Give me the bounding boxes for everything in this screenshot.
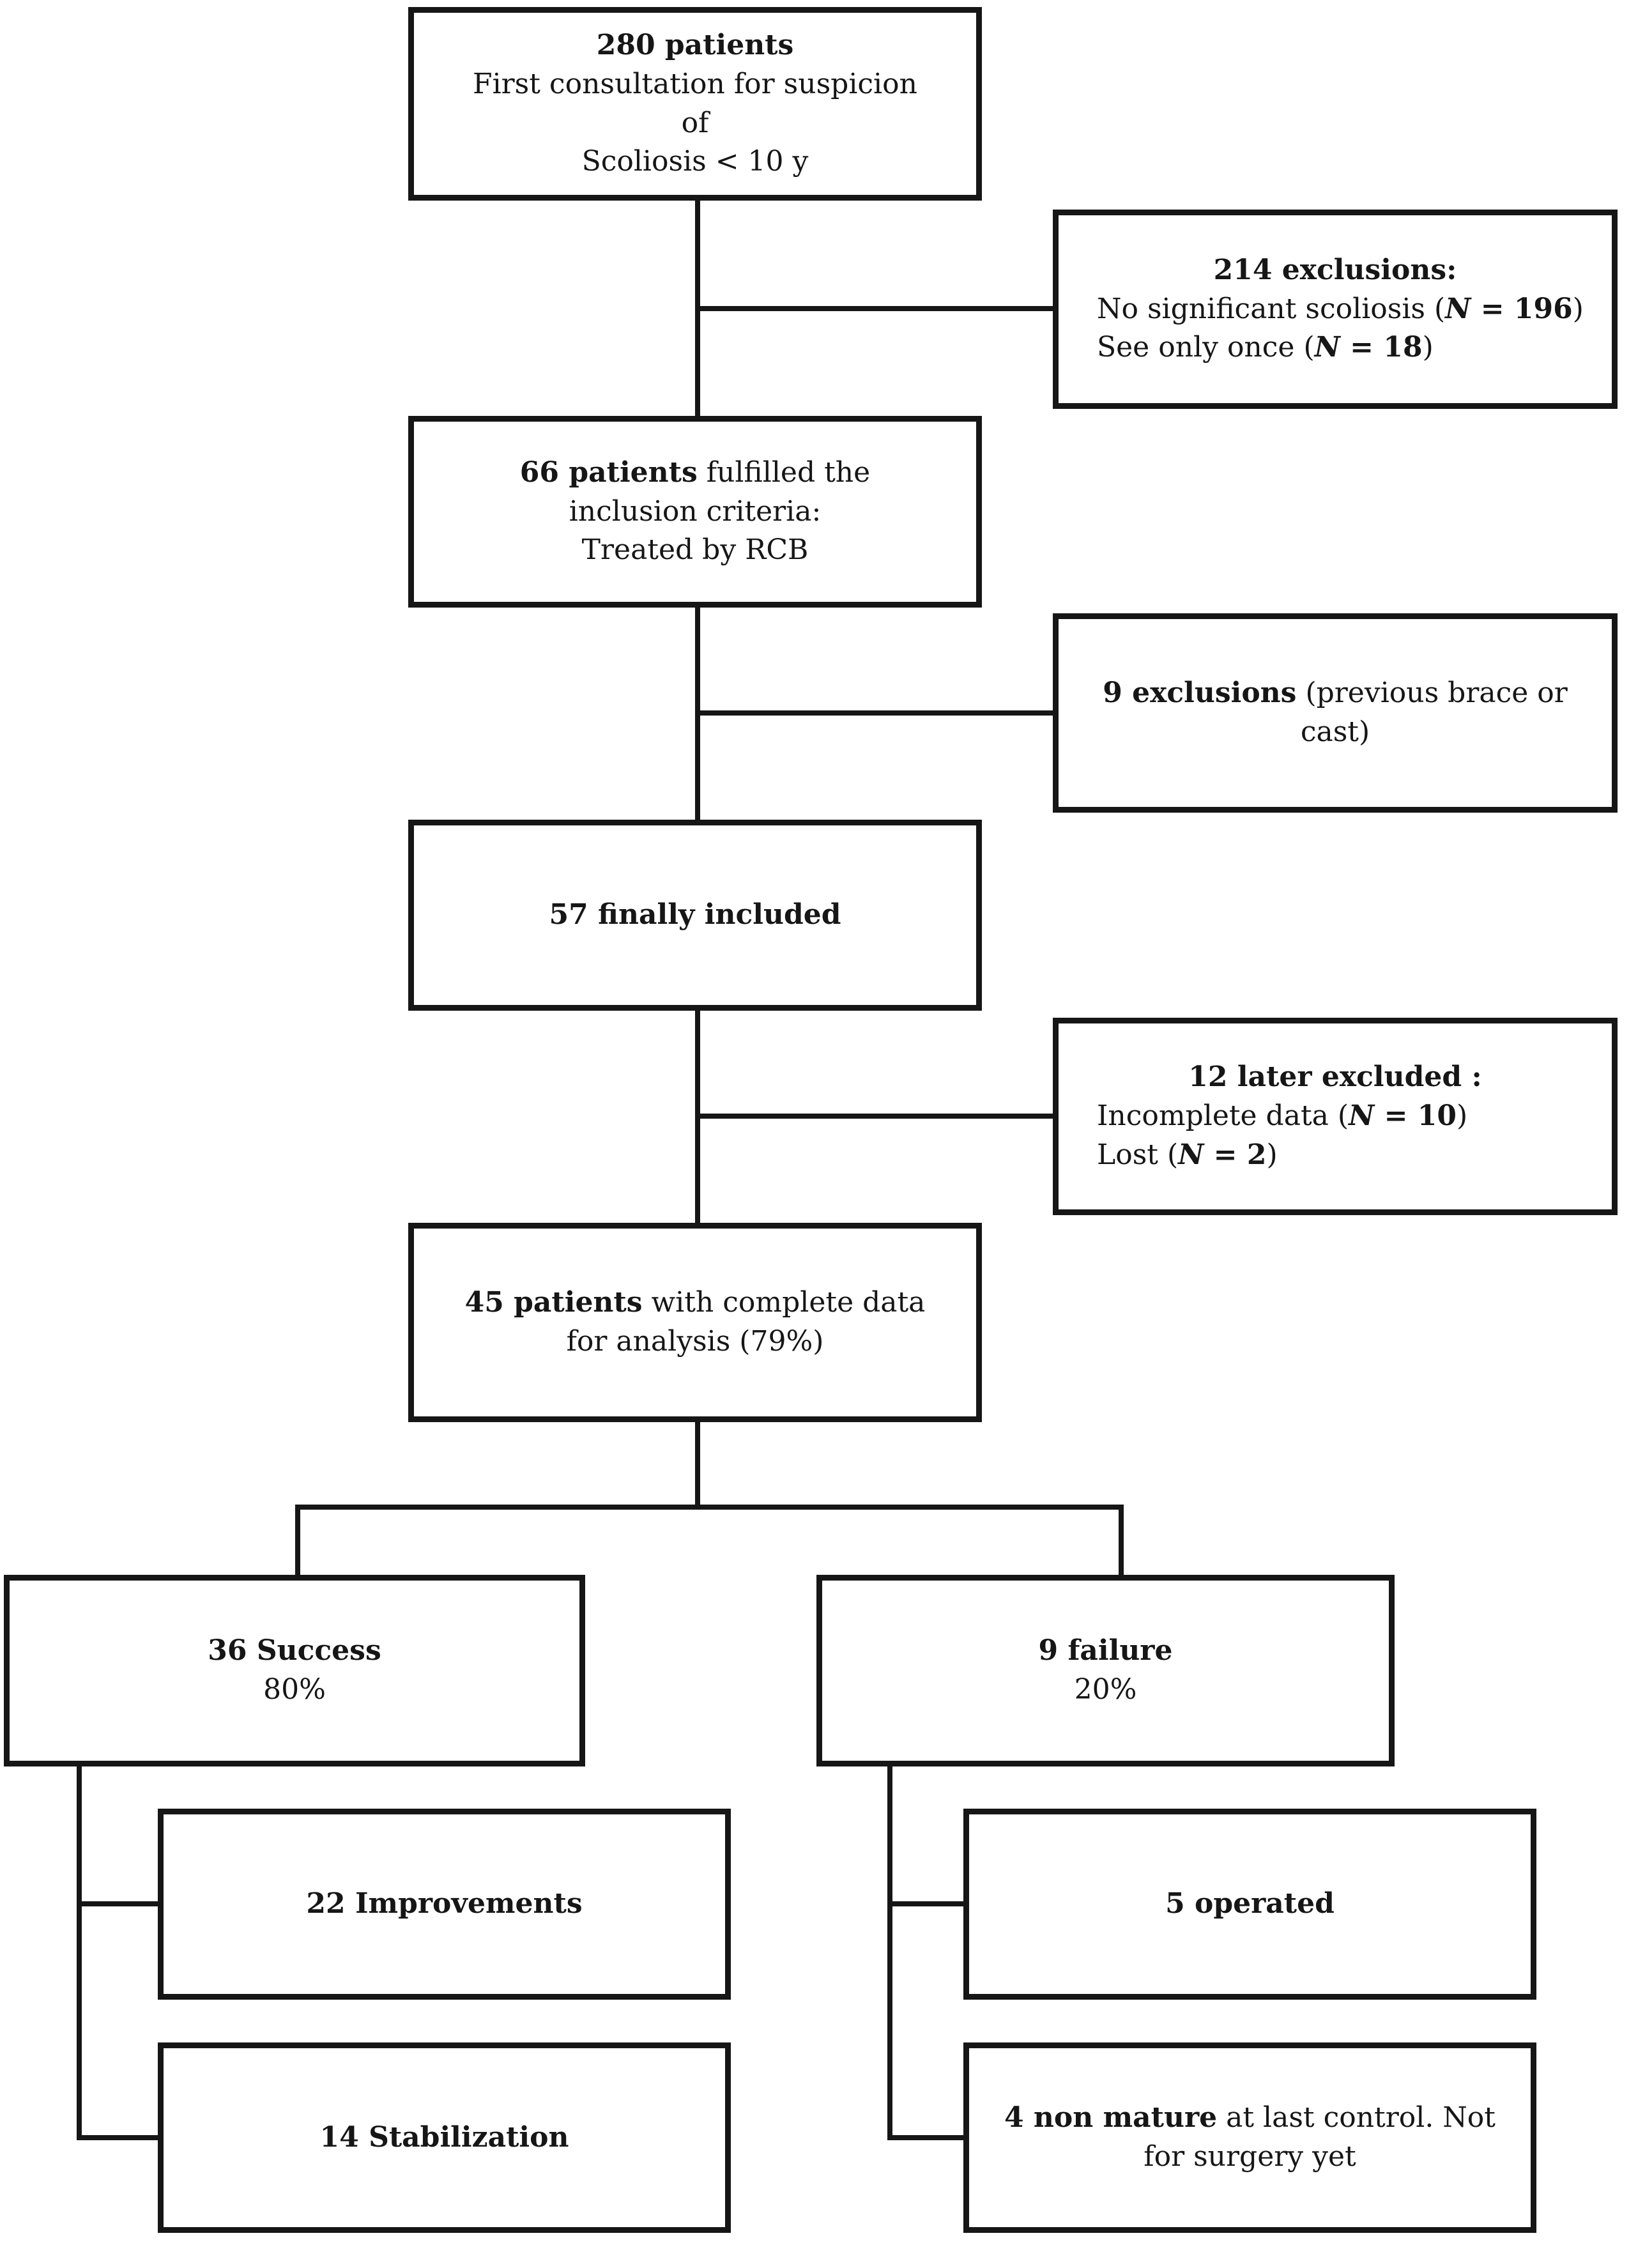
- node-text-line: 9 failure: [1038, 1634, 1173, 1667]
- node-12-later-excluded: 12 later excluded : Incomplete data (N =…: [1053, 1018, 1618, 1215]
- connector-to-stabilization: [77, 2135, 174, 2140]
- connector-branch-to-failure: [1119, 1505, 1124, 1577]
- node-214-exclusions: 214 exclusions: No significant scoliosis…: [1053, 210, 1618, 409]
- node-text-line: 66 patients fulfilled the: [519, 456, 871, 489]
- node-text-line: No significant scoliosis (N = 196): [1097, 292, 1584, 325]
- node-text-line: Scoliosis < 10 y: [581, 145, 809, 178]
- node-14-stabilization: 14 Stabilization: [158, 2042, 731, 2233]
- connector-to-improvements: [77, 1901, 174, 1906]
- node-text-line: 280 patients: [596, 29, 794, 62]
- connector-box4-to-branch: [695, 1421, 700, 1507]
- node-text-line: 45 patients with complete data: [464, 1286, 926, 1319]
- connector-branch-horizontal: [295, 1505, 1124, 1510]
- node-text-line: 22 Improvements: [306, 1887, 583, 1920]
- node-text-line: 36 Success: [208, 1634, 381, 1667]
- node-text-line: Treated by RCB: [581, 533, 809, 567]
- node-text-line: 5 operated: [1165, 1887, 1335, 1920]
- node-text-line: First consultation for suspicion: [473, 67, 917, 100]
- node-text-line: inclusion criteria:: [569, 494, 822, 528]
- node-22-improvements: 22 Improvements: [158, 1809, 731, 2000]
- node-text-line: for surgery yet: [1144, 2140, 1356, 2173]
- node-text-line: 214 exclusions:: [1213, 253, 1457, 286]
- node-text-line: 12 later excluded :: [1188, 1061, 1482, 1094]
- node-57-included: 57 finally included: [408, 820, 982, 1011]
- node-text-line: for analysis (79%): [566, 1325, 824, 1358]
- node-text-line: 9 exclusions (previous brace or: [1103, 677, 1568, 710]
- node-text-line: 20%: [1074, 1673, 1137, 1706]
- node-text-line: 4 non mature at last control. Not: [1004, 2101, 1496, 2134]
- node-text-line: Incomplete data (N = 10): [1097, 1100, 1468, 1133]
- connector-to-exclusions-9: [698, 710, 1055, 716]
- node-text-line: of: [681, 106, 709, 139]
- node-45-patients: 45 patients with complete data for analy…: [408, 1223, 982, 1422]
- node-9-failure: 9 failure 20%: [816, 1575, 1395, 1766]
- node-text-line: Lost (N = 2): [1097, 1138, 1278, 1171]
- node-66-patients: 66 patients fulfilled the inclusion crit…: [408, 416, 982, 608]
- connector-failure-column: [887, 1765, 892, 2140]
- connector-success-column: [77, 1765, 82, 2140]
- connector-to-exclusions-214: [698, 306, 1055, 311]
- connector-to-non-mature: [887, 2135, 979, 2140]
- connector-to-excluded-12: [698, 1114, 1055, 1119]
- node-280-patients: 280 patients First consultation for susp…: [408, 7, 982, 201]
- connector-branch-to-success: [295, 1505, 300, 1577]
- node-text-line: cast): [1300, 716, 1370, 748]
- node-36-success: 36 Success 80%: [4, 1575, 585, 1766]
- node-9-exclusions: 9 exclusions (previous brace or cast): [1053, 613, 1618, 813]
- node-text-line: 80%: [263, 1673, 326, 1706]
- node-text-line: 57 finally included: [549, 898, 841, 931]
- node-4-non-mature: 4 non mature at last control. Not for su…: [963, 2042, 1536, 2233]
- node-5-operated: 5 operated: [963, 1809, 1536, 2000]
- connector-to-operated: [887, 1901, 979, 1906]
- node-text-line: 14 Stabilization: [319, 2120, 569, 2154]
- node-text-line: See only once (N = 18): [1097, 331, 1434, 364]
